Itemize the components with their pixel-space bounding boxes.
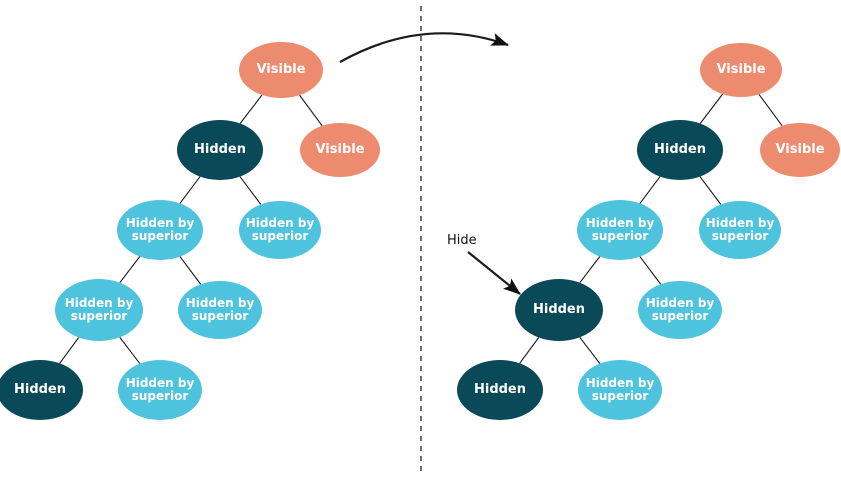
tree-node-hidden[interactable]: Hidden bbox=[177, 120, 263, 180]
tree-node-label: Hidden bbox=[473, 381, 527, 397]
tree-node-hidden-by-superior[interactable]: Hidden by superior bbox=[117, 200, 203, 260]
tree-node-label: Visible bbox=[775, 141, 825, 157]
tree-node-hidden-by-superior[interactable]: Hidden by superior bbox=[578, 360, 662, 420]
tree-node-hidden-by-superior[interactable]: Hidden by superior bbox=[178, 281, 262, 339]
tree-node-label: Visible bbox=[256, 61, 306, 77]
tree-node-hidden-by-superior[interactable]: Hidden by superior bbox=[55, 279, 143, 341]
tree-node-label: Hidden bbox=[193, 141, 247, 157]
tree-node-hidden[interactable]: Hidden bbox=[457, 360, 543, 420]
tree-edge bbox=[239, 94, 263, 124]
tree-node-visible[interactable]: Visible bbox=[300, 123, 380, 177]
tree-node-label: Hidden by superior bbox=[185, 295, 255, 323]
tree-edge bbox=[239, 176, 262, 205]
tree-node-label: Hidden bbox=[13, 381, 67, 397]
tree-node-visible[interactable]: Visible bbox=[760, 123, 840, 177]
tree-edge bbox=[299, 94, 323, 127]
tree-edge bbox=[519, 337, 540, 364]
tree-node-label: Visible bbox=[315, 141, 365, 157]
tree-edge bbox=[579, 256, 601, 284]
tree-node-label: Hidden by superior bbox=[645, 295, 715, 323]
tree-node-label: Hidden bbox=[532, 301, 586, 317]
tree-node-label: Hidden by superior bbox=[64, 295, 134, 323]
tree-edge bbox=[119, 336, 141, 364]
tree-node-label: Hidden by superior bbox=[125, 215, 195, 243]
tree-edge bbox=[179, 176, 201, 204]
hide-arrow-icon bbox=[467, 251, 521, 295]
tree-node-label: Hidden by superior bbox=[585, 375, 655, 403]
tree-edge bbox=[59, 337, 80, 364]
tree-edge bbox=[639, 176, 661, 204]
tree-node-label: Hidden by superior bbox=[125, 375, 195, 403]
tree-edge bbox=[119, 256, 141, 284]
tree-node-hidden-by-superior[interactable]: Hidden by superior bbox=[638, 281, 722, 339]
tree-edge bbox=[699, 93, 724, 124]
tree-node-label: Visible bbox=[716, 61, 766, 77]
transition-arrow-icon bbox=[339, 32, 510, 63]
tree-edge bbox=[179, 256, 202, 285]
tree-node-hidden[interactable]: Hidden bbox=[637, 120, 723, 180]
tree-edge bbox=[699, 176, 722, 205]
tree-node-hidden-by-superior[interactable]: Hidden by superior bbox=[118, 360, 202, 420]
tree-node-hidden-by-superior[interactable]: Hidden by superior bbox=[577, 200, 663, 260]
tree-node-visible[interactable]: Visible bbox=[700, 43, 782, 97]
tree-node-hidden-by-superior[interactable]: Hidden by superior bbox=[699, 201, 781, 259]
tree-node-label: Hidden bbox=[653, 141, 707, 157]
tree-node-hidden[interactable]: Hidden bbox=[515, 279, 603, 341]
tree-edge bbox=[758, 93, 783, 127]
tree-node-label: Hidden by superior bbox=[585, 215, 655, 243]
tree-node-visible[interactable]: Visible bbox=[239, 42, 323, 98]
hide-label: Hide bbox=[447, 233, 477, 248]
tree-node-hidden[interactable]: Hidden bbox=[0, 360, 83, 420]
tree-node-label: Hidden by superior bbox=[705, 215, 775, 243]
tree-edge bbox=[579, 336, 601, 364]
tree-edge bbox=[639, 256, 662, 285]
tree-node-hidden-by-superior[interactable]: Hidden by superior bbox=[239, 201, 321, 259]
tree-node-label: Hidden by superior bbox=[245, 215, 315, 243]
